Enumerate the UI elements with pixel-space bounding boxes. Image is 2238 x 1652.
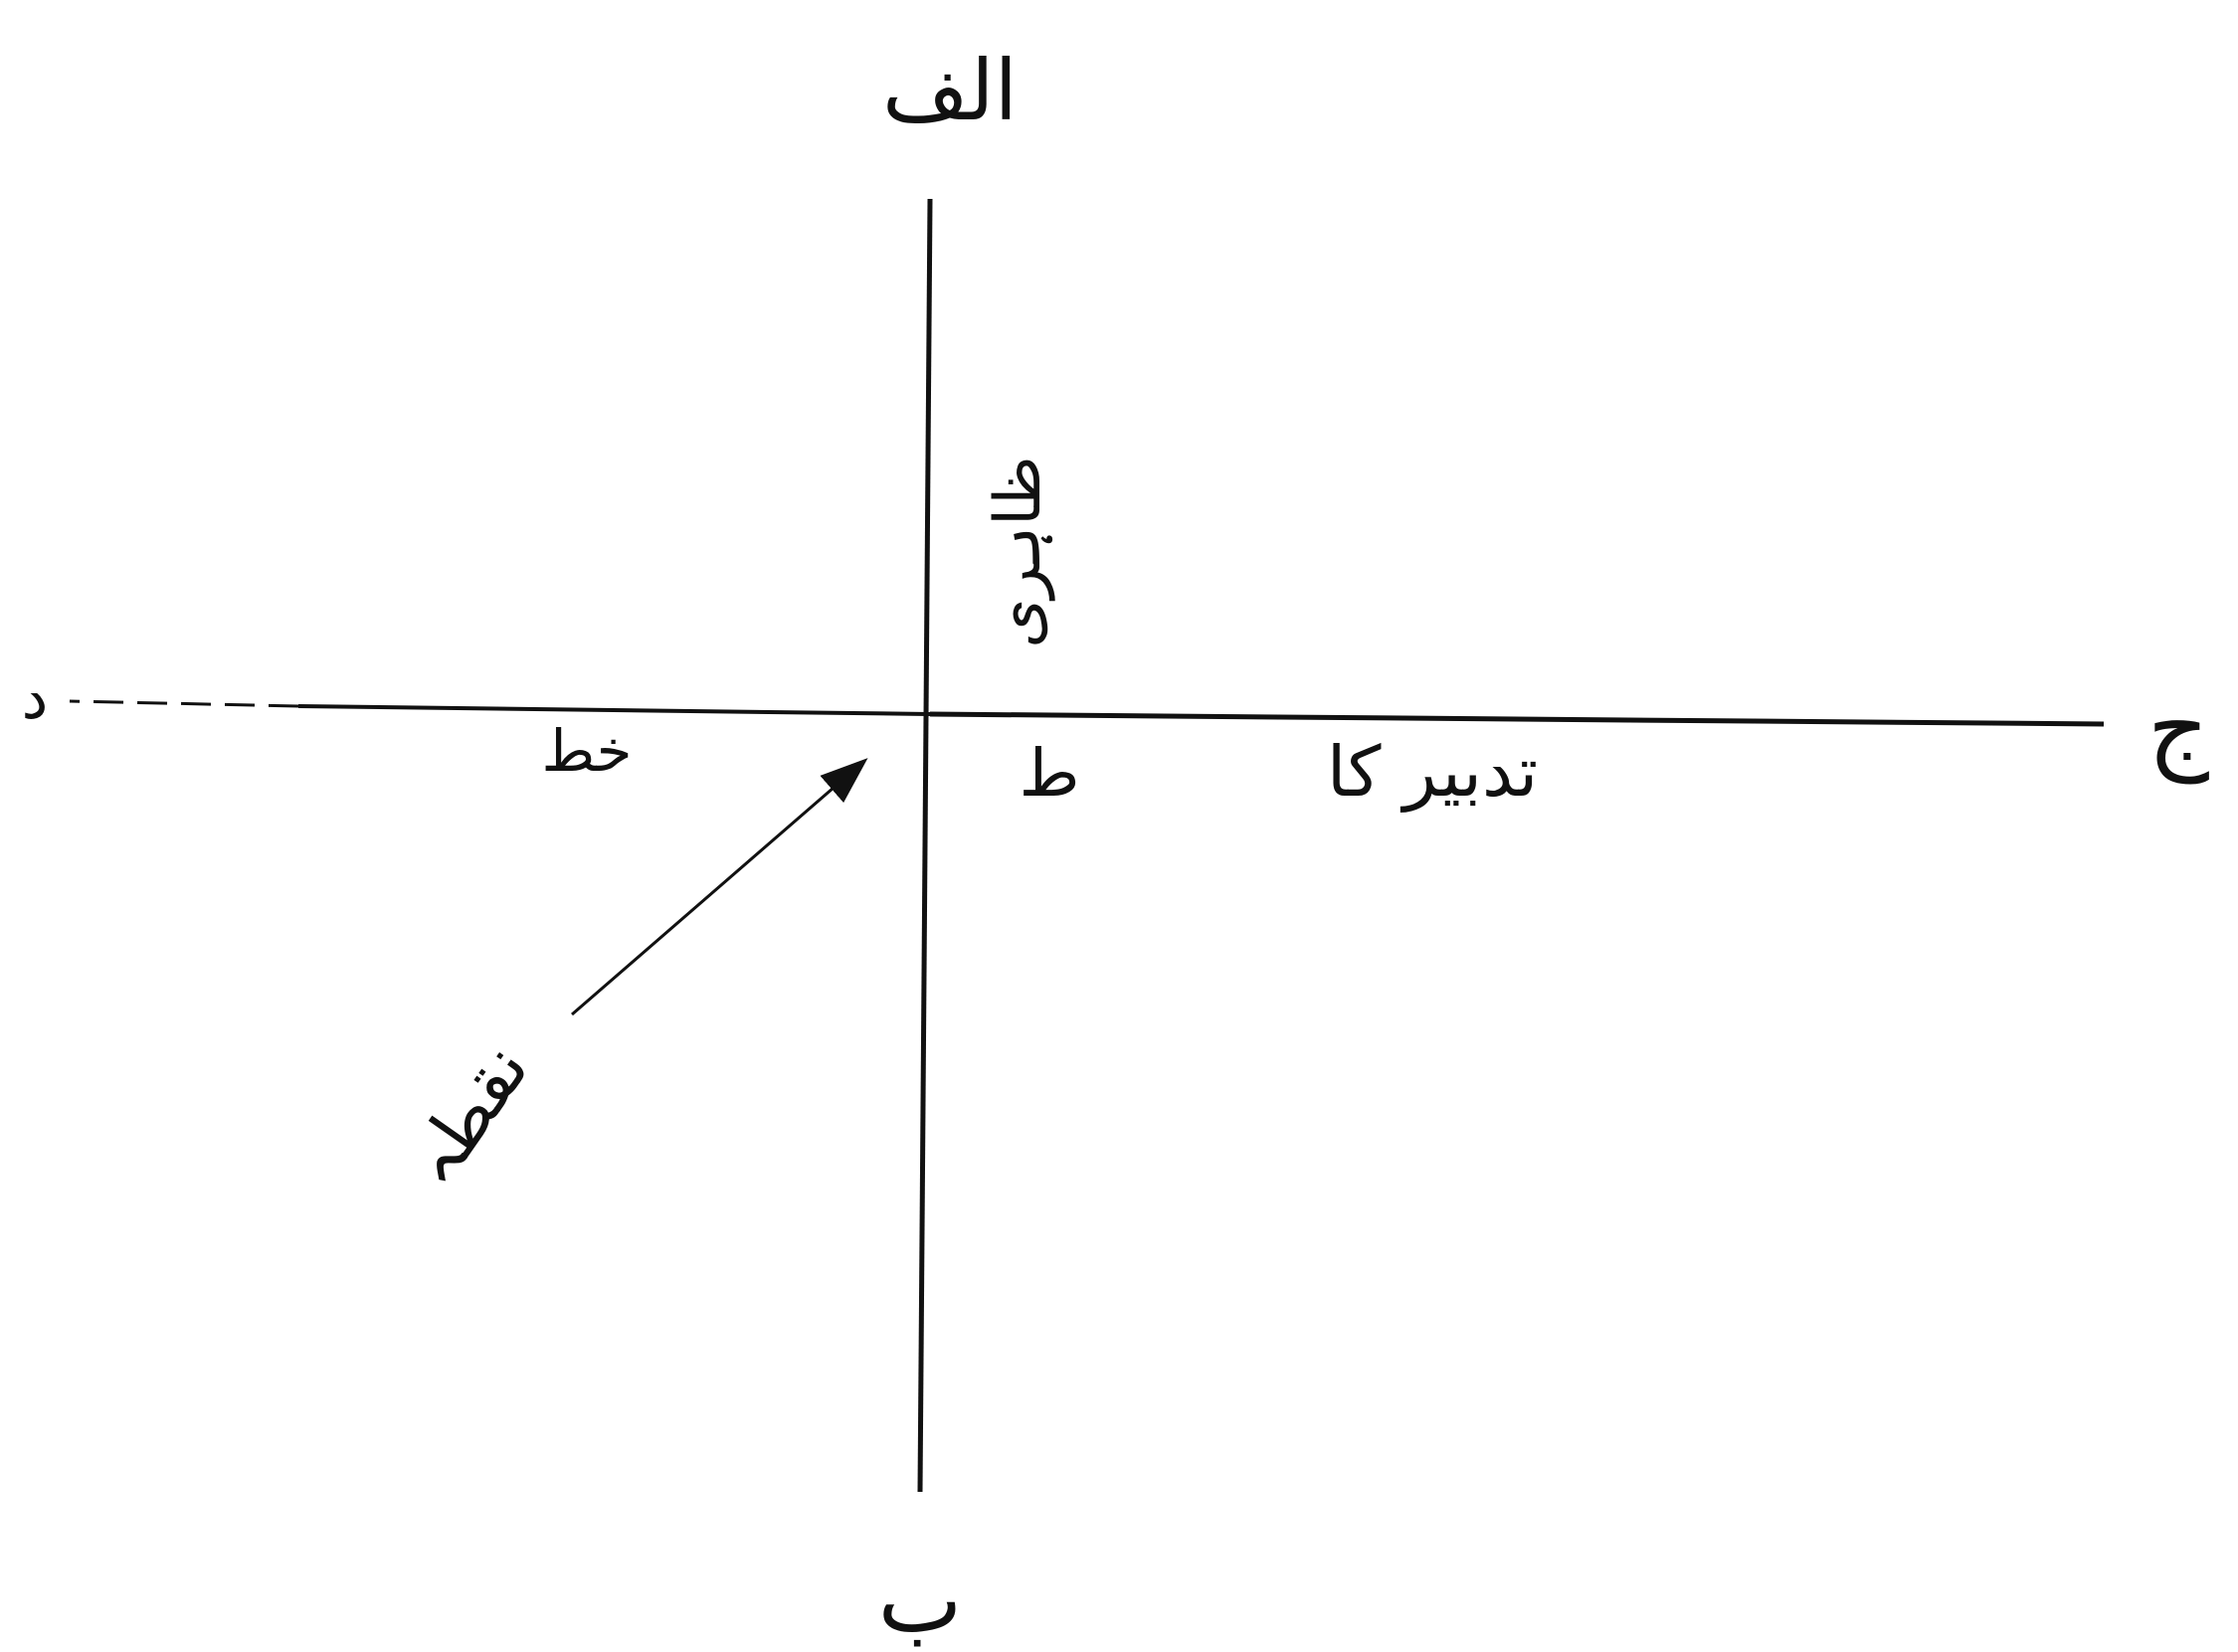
horizontal-axis-line-left <box>297 704 931 716</box>
label-near-center-below: ط <box>1019 735 1079 812</box>
label-right-line: تدبیر کا <box>1327 731 1538 813</box>
label-right: ج <box>2147 672 2209 784</box>
pointer-arrow <box>571 758 868 1016</box>
label-arrow: نقطہ <box>391 1029 545 1201</box>
horizontal-axis-line-solid <box>929 711 2105 727</box>
label-near-center-above: ظاہری <box>982 456 1055 647</box>
vertical-axis-line <box>917 198 933 1493</box>
label-bottom: ب <box>878 1549 963 1652</box>
horizontal-axis-line-dashed <box>69 699 299 708</box>
label-top: الف <box>882 42 1018 139</box>
label-left-line: خط <box>542 717 633 785</box>
label-left: د <box>22 663 49 733</box>
